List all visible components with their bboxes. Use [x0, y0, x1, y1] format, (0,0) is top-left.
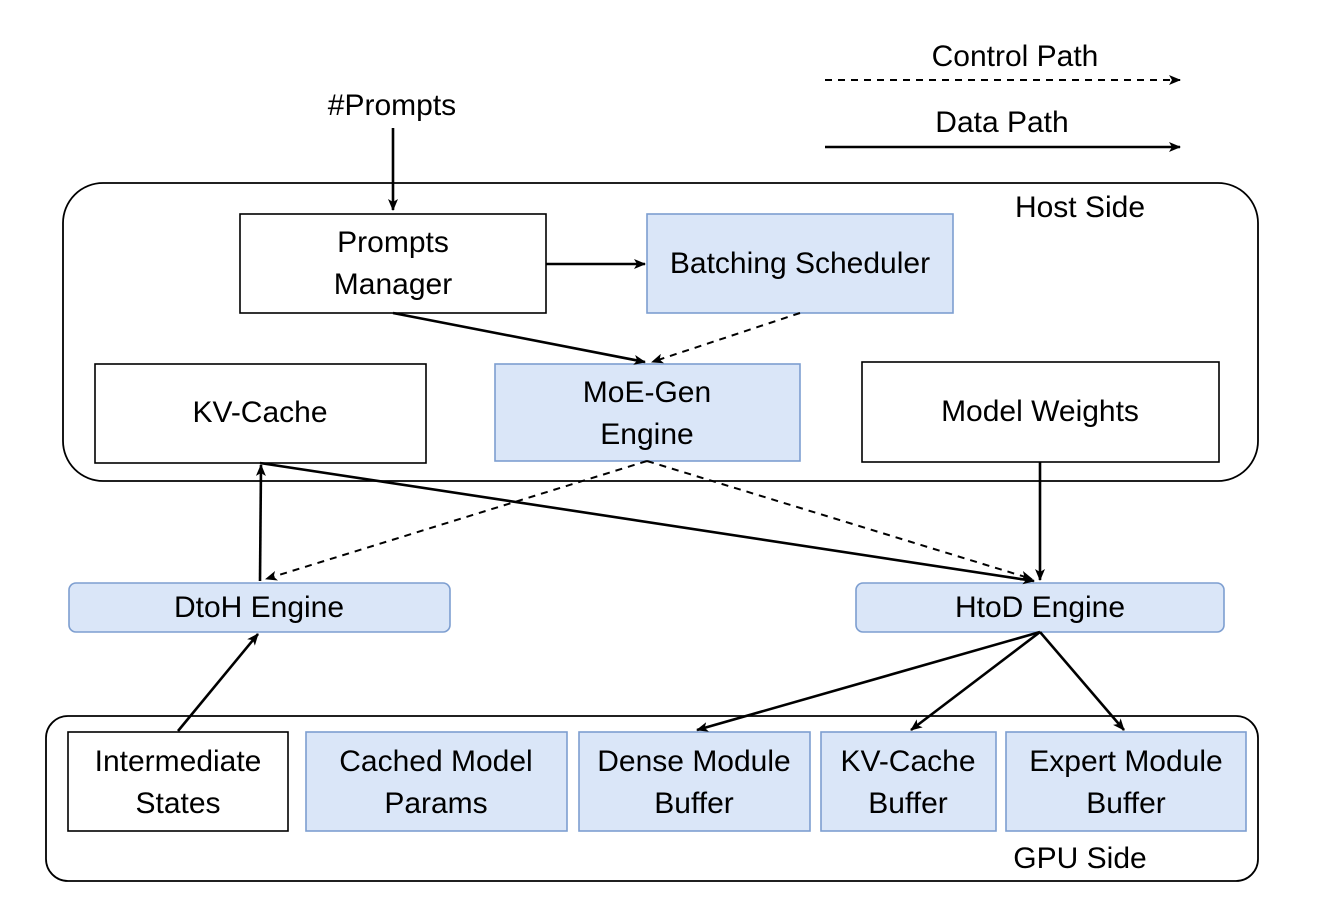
prompts-input-label: #Prompts: [328, 89, 456, 122]
expert-module-buffer-box: [1005, 731, 1247, 832]
kv-cache-buffer-label-line1: KV-Cache: [840, 745, 975, 778]
edge-dtoh-engine-to-kv-cache: [255, 464, 266, 582]
cached-model-params-box: [305, 731, 568, 832]
edge-prompts-manager-to-moe-gen-engine: [392, 311, 646, 365]
htod-engine-label: HtoD Engine: [955, 591, 1125, 624]
batching-scheduler-label: Batching Scheduler: [670, 247, 930, 280]
kv-cache-box: [94, 363, 427, 464]
host-side-region: [62, 182, 1259, 482]
dense-module-buffer-box: [578, 731, 811, 832]
intermediate-states-box: [67, 731, 289, 832]
kv-cache-label: KV-Cache: [192, 396, 327, 429]
cached-model-params-label-line1: Cached Model: [339, 745, 532, 778]
intermediate-states-label-line2: States: [135, 787, 220, 820]
model-weights-label: Model Weights: [941, 395, 1139, 428]
edge-batching-scheduler-to-moe-gen-engine: [651, 312, 801, 364]
prompts-manager-label-line2: Manager: [334, 268, 452, 301]
prompts-manager-box: [239, 213, 547, 314]
model-weights-box: [861, 361, 1220, 463]
gpu-side-label: GPU Side: [1013, 842, 1146, 875]
edge-htod-engine-to-kv-cache-buffer: [910, 630, 1041, 732]
dense-module-buffer-label-line2: Buffer: [654, 787, 734, 820]
moe-gen-engine-box: [494, 363, 801, 462]
edge-htod-engine-to-expert-module-buffer: [1039, 631, 1125, 731]
expert-module-buffer-label-line1: Expert Module: [1029, 745, 1222, 778]
edges: [176, 259, 1125, 732]
host-side-label: Host Side: [1015, 191, 1145, 224]
legend: Control Path Data Path: [825, 40, 1181, 152]
moe-gen-engine-label-line1: MoE-Gen: [583, 376, 711, 409]
edge-htod-engine-to-dense-module-buffer: [696, 630, 1041, 732]
gpu-side-region: [45, 715, 1259, 882]
edge-intermediate-states-to-dtoh-engine: [176, 633, 260, 732]
dtoh-engine-box: [68, 582, 451, 633]
dtoh-engine-label: DtoH Engine: [174, 591, 344, 624]
moe-gen-engine-label-line2: Engine: [600, 418, 693, 451]
edge-kv-cache-to-htod-engine: [259, 461, 1035, 585]
legend-data-path-label: Data Path: [935, 106, 1068, 139]
edge-moe-gen-engine-to-dtoh-engine: [265, 460, 648, 581]
kv-cache-buffer-label-line2: Buffer: [868, 787, 948, 820]
kv-cache-buffer-box: [820, 731, 997, 832]
prompts-manager-label-line1: Prompts: [337, 226, 449, 259]
batching-scheduler-box: [646, 213, 954, 314]
cached-model-params-label-line2: Params: [384, 787, 487, 820]
dense-module-buffer-label-line1: Dense Module: [597, 745, 790, 778]
legend-control-path-label: Control Path: [932, 40, 1099, 73]
edge-moe-gen-engine-to-htod-engine: [646, 460, 1033, 581]
expert-module-buffer-label-line2: Buffer: [1086, 787, 1166, 820]
intermediate-states-label-line1: Intermediate: [95, 745, 262, 778]
